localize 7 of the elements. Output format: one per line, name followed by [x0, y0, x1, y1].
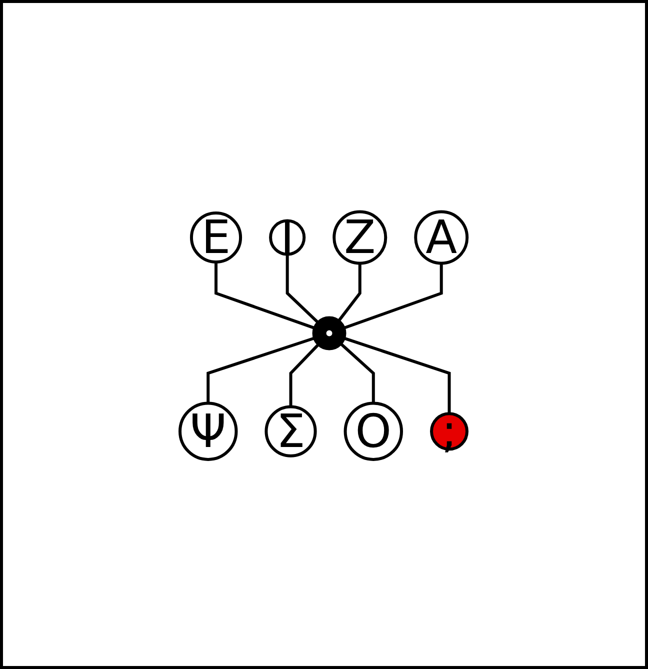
node-circle: Σ: [265, 405, 318, 458]
node-circle: [312, 316, 347, 350]
node-circle: Ψ: [178, 402, 238, 462]
node-circle: Ο: [344, 402, 404, 462]
node-circle: Α: [414, 210, 470, 265]
node-circle: Ε: [190, 212, 242, 264]
node-circle: Ζ: [333, 210, 388, 265]
